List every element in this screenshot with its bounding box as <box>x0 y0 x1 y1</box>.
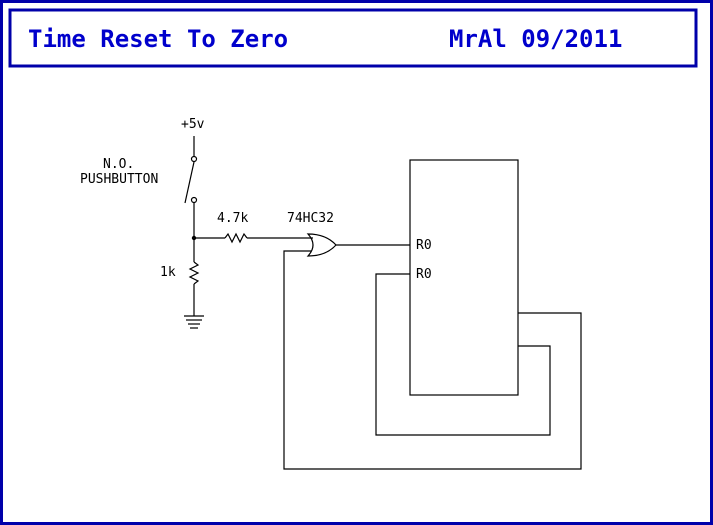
pulldown-resistor <box>188 261 200 285</box>
switch-contact-bottom <box>190 196 198 204</box>
supply-label: +5v <box>181 117 205 132</box>
schematic-title: Time Reset To Zero <box>28 25 288 53</box>
pin-r0-top-label: R0 <box>416 238 432 253</box>
author-date: MrAl 09/2011 <box>449 25 622 53</box>
gate-label: 74HC32 <box>287 211 334 226</box>
switch-label-line2: PUSHBUTTON <box>80 172 158 187</box>
feedback-wire-outer <box>283 250 582 470</box>
ground-symbol <box>184 315 204 329</box>
pulldown-resistor-label: 1k <box>160 265 176 280</box>
feedback-wire-inner <box>375 273 551 436</box>
series-resistor <box>224 232 248 244</box>
pushbutton-switch <box>184 155 198 204</box>
or-gate-74hc32 <box>306 233 337 257</box>
title-box <box>8 8 698 68</box>
pin-r0-bottom-label: R0 <box>416 267 432 282</box>
switch-label-line1: N.O. <box>103 157 134 172</box>
switch-lever <box>184 161 195 204</box>
switch-contact-top <box>190 155 198 163</box>
series-resistor-label: 4.7k <box>217 211 248 226</box>
title-block: Time Reset To Zero MrAl 09/2011 <box>8 8 698 68</box>
counter-ic <box>409 159 519 396</box>
or-gate-body <box>306 233 337 257</box>
